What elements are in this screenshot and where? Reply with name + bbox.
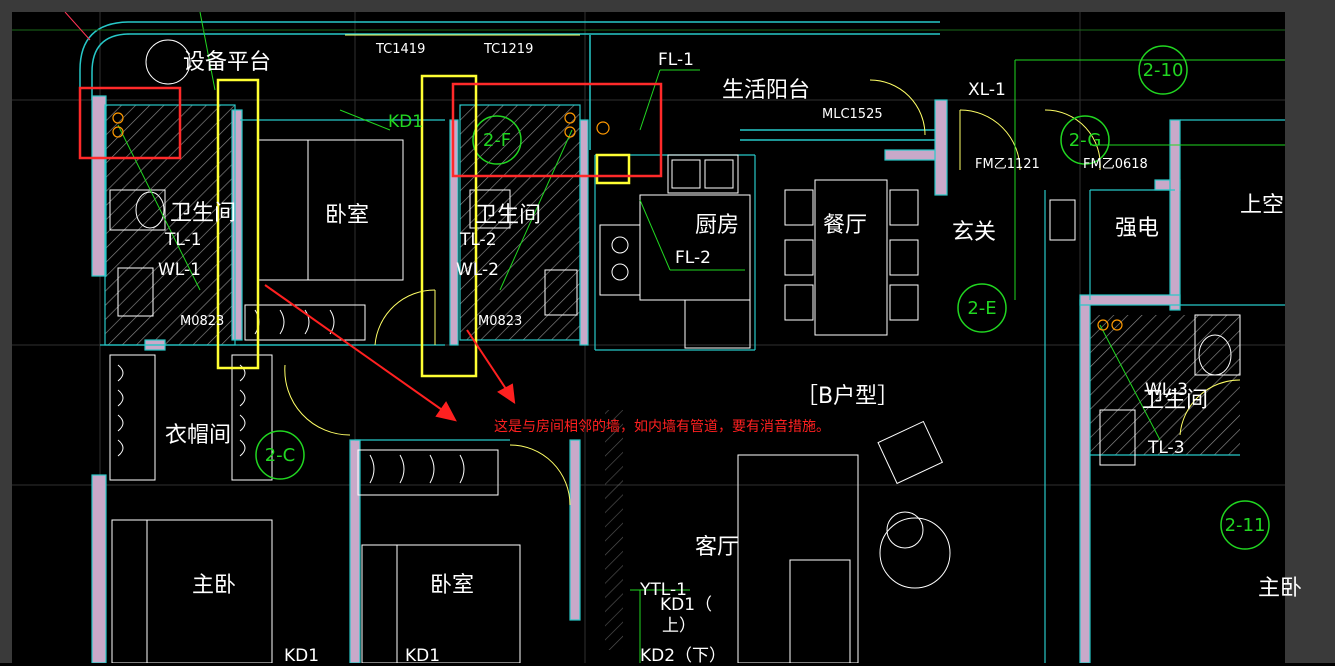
tag-m0823-a: M0823 xyxy=(180,314,225,329)
interior-walls xyxy=(100,104,1285,663)
kitchen-fixtures xyxy=(599,154,751,349)
grid-marker-2-10: 2-10 xyxy=(1142,60,1184,81)
tag-kd1-up-2: 上） xyxy=(662,616,696,636)
tag-m0823-b: M0823 xyxy=(478,314,523,329)
yellow-highlight-boxes xyxy=(216,74,631,378)
room-upper-void: 上空 xyxy=(1240,193,1285,218)
tag-tl1: TL-1 xyxy=(165,230,202,250)
room-master-bedroom-right: 主卧 xyxy=(1258,576,1303,601)
room-bedroom-top: 卧室 xyxy=(325,203,370,228)
tag-kd1-bottom-mid: KD1 xyxy=(405,646,441,666)
annotation-note: 这是与房间相邻的墙，如内墙有管道，要有消音措施。 xyxy=(494,419,830,435)
tag-tl2: TL-2 xyxy=(460,230,497,250)
window-frame-top xyxy=(0,0,1335,12)
room-living-balcony: 生活阳台 xyxy=(722,78,811,103)
tag-fm-1121: FM乙1121 xyxy=(975,157,1040,172)
room-cloakroom: 衣帽间 xyxy=(165,423,232,448)
room-bathroom-1: 卫生间 xyxy=(170,201,237,226)
window-frame-right xyxy=(1285,0,1335,663)
grid-marker-2-e: 2-E xyxy=(967,298,997,319)
red-highlight-boxes xyxy=(78,82,663,178)
tag-fm-0618: FM乙0618 xyxy=(1083,157,1148,172)
room-equipment-platform: 设备平台 xyxy=(183,50,272,75)
tag-wl1: WL-1 xyxy=(158,260,201,280)
red-arrows xyxy=(264,284,516,422)
room-bedroom-bottom: 卧室 xyxy=(430,573,475,598)
grid-marker-2-c: 2-C xyxy=(264,445,296,466)
unit-type-label: ［B户型］ xyxy=(796,384,900,409)
bathroom-fixtures xyxy=(109,189,1241,466)
walls xyxy=(91,95,1181,663)
room-bathroom-2: 卫生间 xyxy=(475,203,542,228)
exterior-outline xyxy=(79,21,940,150)
grid-marker-2-11: 2-11 xyxy=(1224,515,1266,536)
tag-kd1-bottom-left: KD1 xyxy=(284,646,320,666)
window-frame-left xyxy=(0,0,12,663)
tag-kd1: KD1 xyxy=(388,112,424,132)
corner-marker xyxy=(64,11,91,41)
tag-xl1: XL-1 xyxy=(968,80,1006,100)
tag-tl3: TL-3 xyxy=(1148,438,1185,458)
room-foyer: 玄关 xyxy=(952,220,997,245)
room-bathroom-3: 卫生间 xyxy=(1142,388,1209,413)
tag-fl1: FL-1 xyxy=(658,50,694,70)
pipe-markers xyxy=(112,112,1123,331)
doors xyxy=(284,79,1241,506)
room-power: 强电 xyxy=(1115,216,1160,241)
grid-marker-2-f: 2-F xyxy=(482,130,512,151)
tag-ytl1: YTL-1 xyxy=(640,580,687,600)
leader-lines xyxy=(12,11,1285,663)
dining-table xyxy=(784,179,919,336)
tag-kd2-down: KD2（下） xyxy=(640,646,727,666)
tag-kd1-up: KD1（ xyxy=(660,595,713,615)
room-dining: 餐厅 xyxy=(823,213,868,238)
tag-mlc1525: MLC1525 xyxy=(822,107,883,122)
tag-tc1219: TC1219 xyxy=(484,42,534,57)
living-furniture xyxy=(737,420,951,663)
tag-wl2: WL-2 xyxy=(456,260,499,280)
room-living: 客厅 xyxy=(695,535,740,560)
grid-marker-2-g: 2-G xyxy=(1068,130,1102,151)
tag-fl2: FL-2 xyxy=(675,248,711,268)
tag-tc1419: TC1419 xyxy=(376,42,426,57)
room-kitchen: 厨房 xyxy=(695,213,740,238)
equipment-circle xyxy=(145,39,191,85)
tag-wl3: WL-3 xyxy=(1145,380,1188,400)
grid-circles xyxy=(255,45,1270,550)
room-master-bedroom: 主卧 xyxy=(192,573,237,598)
